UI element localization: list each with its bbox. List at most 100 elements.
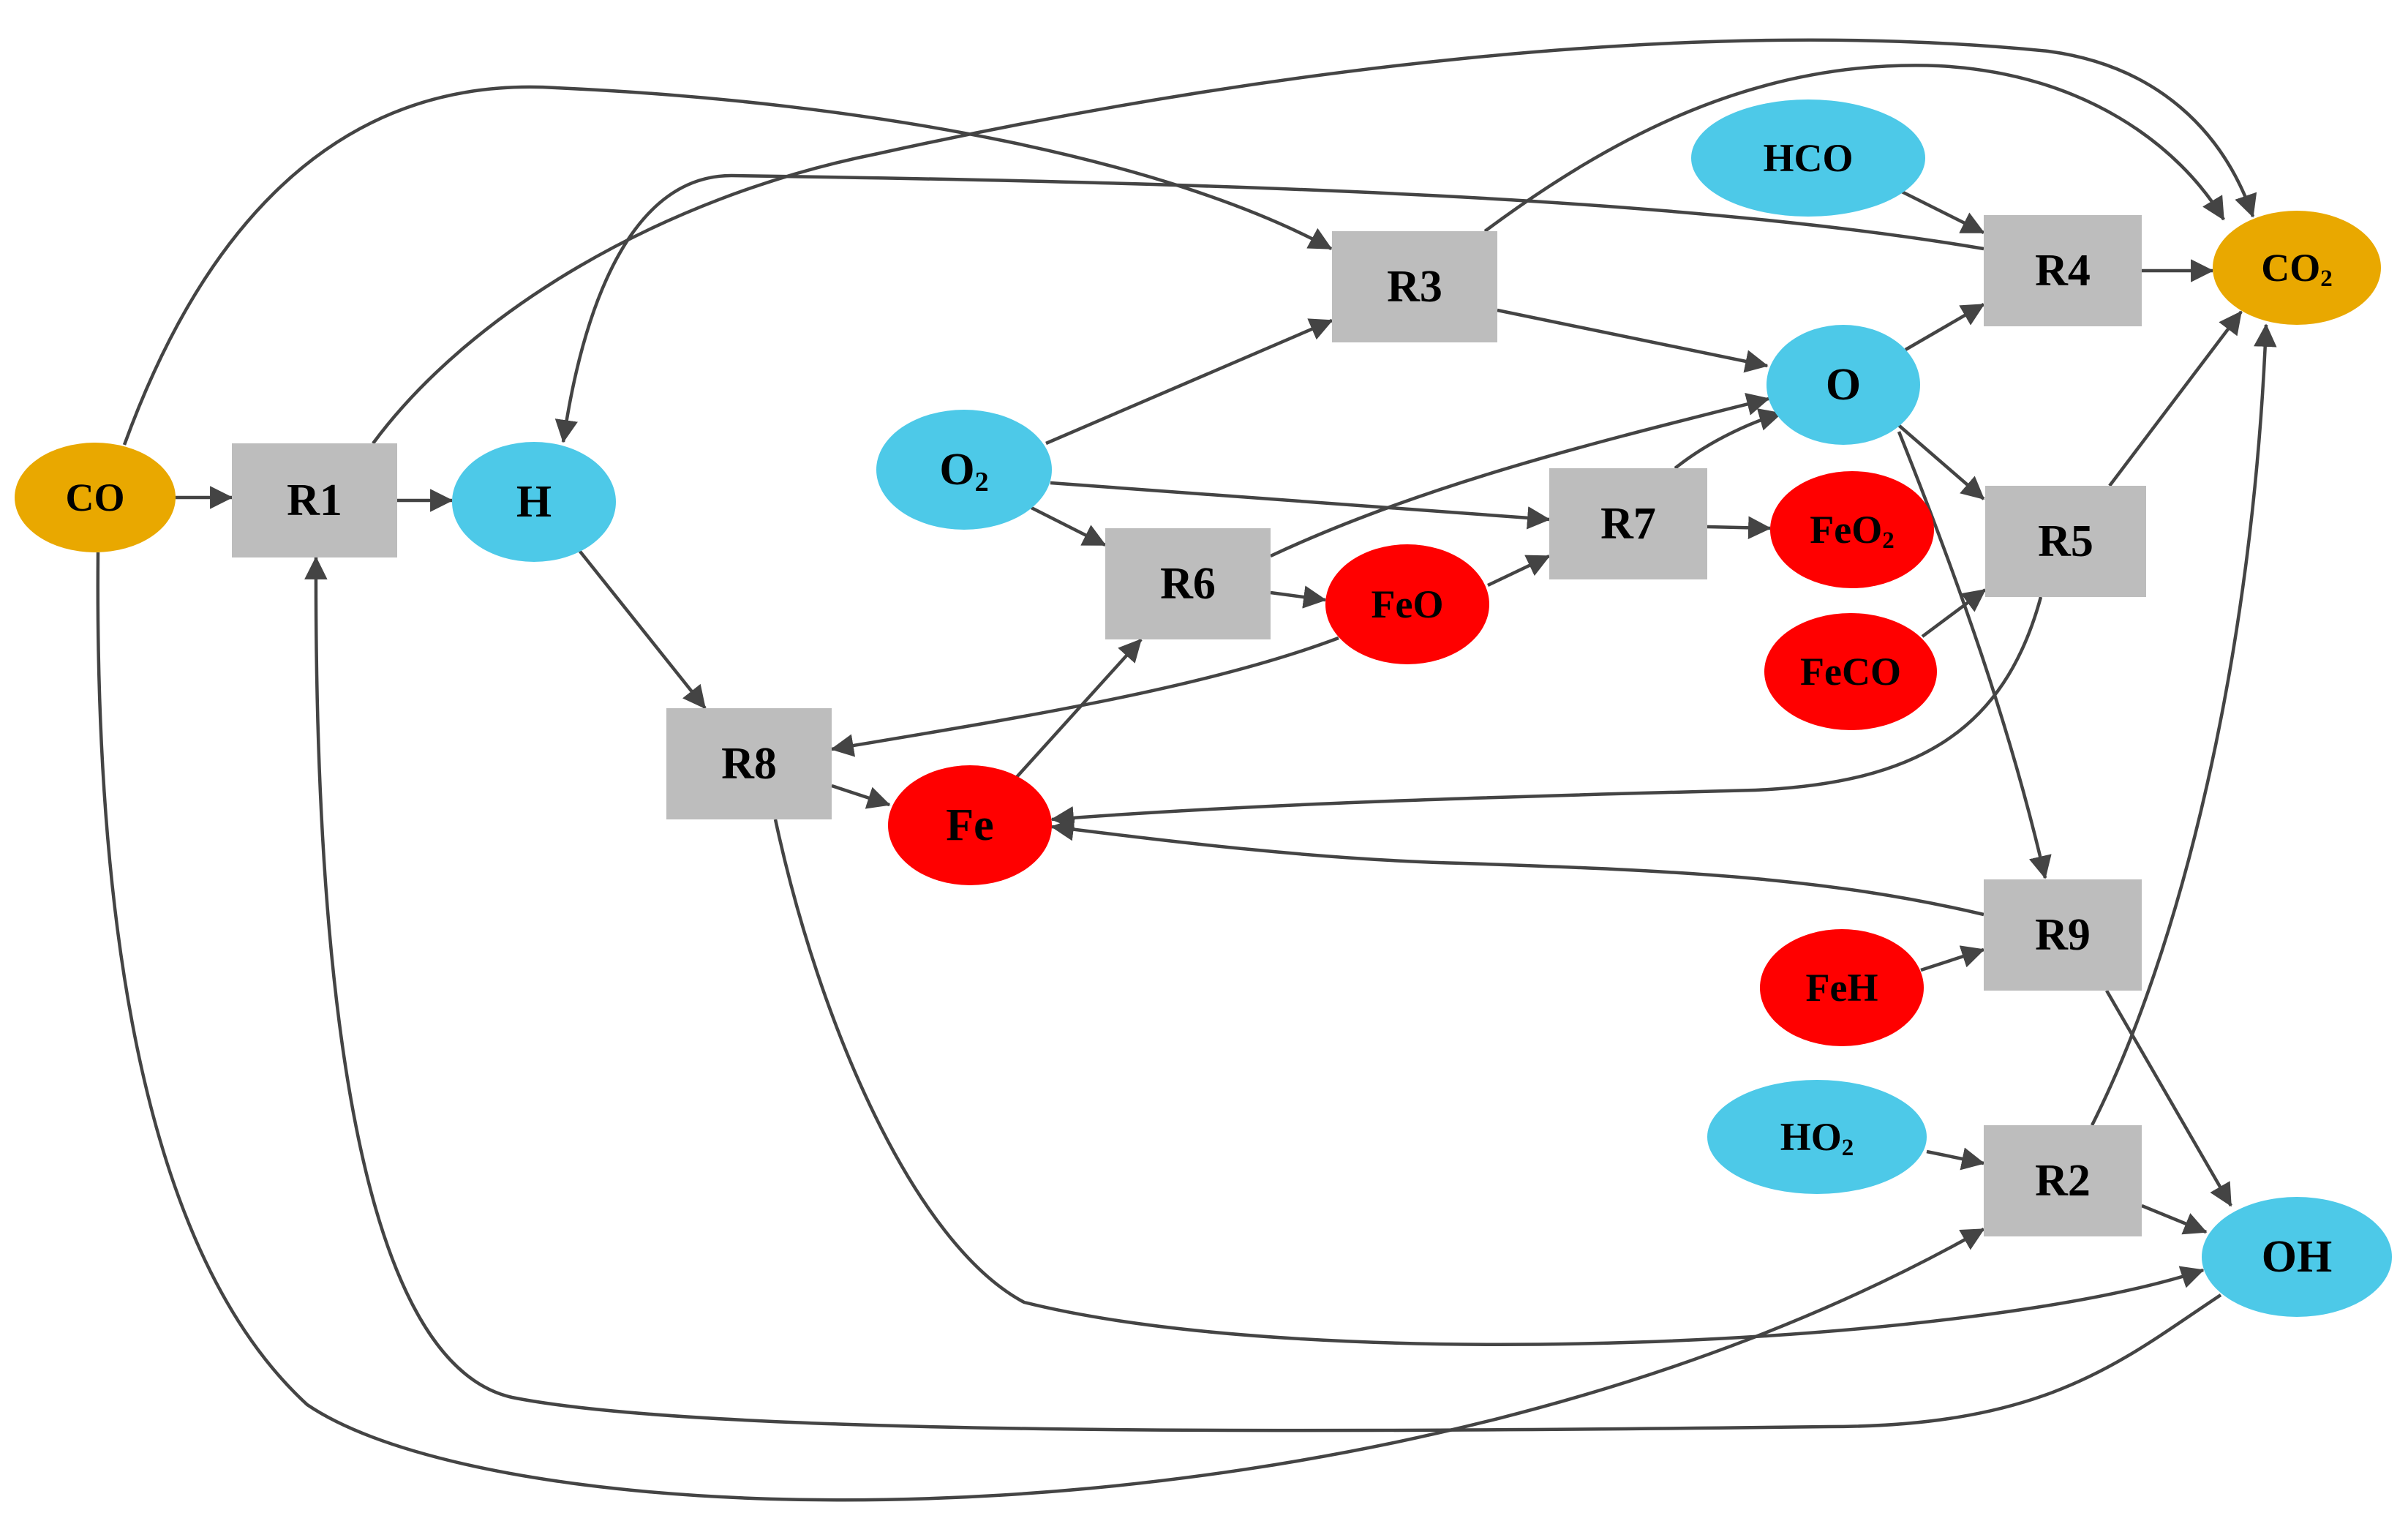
node-label: H (516, 477, 552, 527)
reaction-box (666, 708, 832, 819)
node-label: OH (2262, 1232, 2332, 1282)
node-label: R1 (287, 476, 342, 525)
edge-co-to-r2 (96, 552, 1985, 1502)
species-node-feo2: FeO2 (1770, 471, 1934, 588)
species-node-h: H (452, 442, 616, 562)
node-label: R4 (2035, 246, 2091, 296)
reaction-box (1985, 486, 2146, 597)
reaction-node-r7: R7 (1549, 468, 1707, 579)
species-ellipse (15, 443, 176, 552)
species-ellipse (1767, 325, 1920, 445)
species-ellipse (2202, 1197, 2392, 1317)
node-label: FeCO (1800, 650, 1901, 694)
species-ellipse (1691, 99, 1925, 217)
node-label-text: R4 (2035, 246, 2091, 296)
edge-o2-to-r3 (1045, 318, 1333, 446)
node-label: R8 (721, 739, 777, 789)
reaction-box (1105, 528, 1271, 639)
reaction-node-r1: R1 (232, 443, 397, 557)
species-node-ho2: HO2 (1707, 1080, 1927, 1194)
edge-ho2-to-r2 (1926, 1147, 1985, 1171)
reaction-node-r5: R5 (1985, 486, 2146, 597)
node-label-subscript: 2 (1842, 1135, 1854, 1161)
species-node-fe: Fe (888, 765, 1052, 885)
edge-feh-to-r9 (1920, 945, 1985, 972)
node-label-text: HCO (1763, 136, 1853, 180)
node-label-text: Fe (946, 800, 993, 850)
species-ellipse (1760, 929, 1924, 1046)
node-label: FeO2 (1810, 508, 1894, 554)
node-label-subscript: 2 (2320, 266, 2333, 292)
node-label: CO (66, 476, 125, 519)
reaction-box (232, 443, 397, 557)
edge-hco-to-r4 (1900, 189, 1985, 235)
species-node-oh: OH (2202, 1197, 2392, 1317)
node-label-text: R5 (2038, 517, 2093, 566)
node-label-text: FeCO (1800, 650, 1901, 694)
node-label: R3 (1387, 262, 1442, 312)
node-label-text: CO (2261, 246, 2320, 290)
reaction-box (1984, 1125, 2142, 1236)
edge-o2-to-r7 (1050, 481, 1551, 530)
species-node-co2: CO2 (2213, 211, 2381, 325)
edge-o2-to-r6 (1030, 506, 1107, 547)
edge-r2-to-co2 (2090, 323, 2277, 1127)
edge-r9-to-oh (2105, 989, 2232, 1207)
edge-o-to-r9 (1897, 431, 2052, 879)
species-node-o: O (1767, 325, 1920, 445)
node-label-text: CO (66, 476, 125, 519)
node-label-text: FeO (1810, 508, 1882, 552)
species-ellipse (1770, 471, 1934, 588)
reaction-node-r8: R8 (666, 708, 832, 819)
species-ellipse (2213, 211, 2381, 325)
species-ellipse (1707, 1080, 1927, 1194)
node-label: CO2 (2261, 246, 2333, 292)
species-node-feco: FeCO (1764, 613, 1937, 730)
edge-r3-to-o (1497, 308, 1769, 373)
node-label-subscript: 2 (975, 467, 989, 497)
node-label-text: FeO (1372, 582, 1444, 626)
edge-o-to-r4 (1904, 303, 1985, 351)
node-label-text: R7 (1600, 499, 1656, 549)
edge-r3-to-co2 (1483, 64, 2225, 233)
edge-r4-to-h (554, 173, 1984, 443)
edge-feo-to-r8 (830, 636, 1339, 757)
species-node-feh: FeH (1760, 929, 1924, 1046)
node-label-text: OH (2262, 1232, 2332, 1282)
node-label: HCO (1763, 136, 1853, 180)
species-node-feo: FeO (1325, 544, 1489, 664)
node-label: R2 (2035, 1156, 2091, 1206)
edge-oh-to-r1 (304, 556, 2222, 1433)
species-node-hco: HCO (1691, 99, 1925, 217)
node-label-text: R6 (1160, 559, 1216, 609)
edge-fe-to-r6 (1015, 638, 1143, 778)
node-label: FeH (1806, 966, 1878, 1010)
node-label-text: R8 (721, 739, 777, 789)
reaction-node-r2: R2 (1984, 1125, 2142, 1236)
edge-r8-to-fe (831, 784, 891, 809)
reaction-box (1984, 879, 2142, 991)
node-label-text: O (1826, 360, 1861, 410)
edge-r2-to-oh (2141, 1204, 2208, 1235)
node-label: Fe (946, 800, 993, 850)
node-label: R6 (1160, 559, 1216, 609)
node-label: R5 (2038, 517, 2093, 566)
species-node-co: CO (15, 443, 176, 552)
node-label: FeO (1372, 582, 1444, 626)
species-ellipse (452, 442, 616, 562)
edge-feo-to-r7 (1487, 554, 1551, 587)
edge-r8-to-oh (773, 819, 2205, 1346)
species-ellipse (876, 410, 1052, 530)
node-label: R9 (2035, 910, 2091, 960)
edge-h-to-r8 (576, 547, 707, 710)
edge-r1-to-co2 (372, 38, 2257, 445)
node-label-text: R1 (287, 476, 342, 525)
species-ellipse (1325, 544, 1489, 664)
node-label-text: R2 (2035, 1156, 2091, 1206)
reaction-box (1332, 231, 1497, 342)
species-ellipse (888, 765, 1052, 885)
node-label-text: HO (1780, 1115, 1842, 1159)
node-label-text: R9 (2035, 910, 2091, 960)
node-label-subscript: 2 (1882, 527, 1895, 554)
